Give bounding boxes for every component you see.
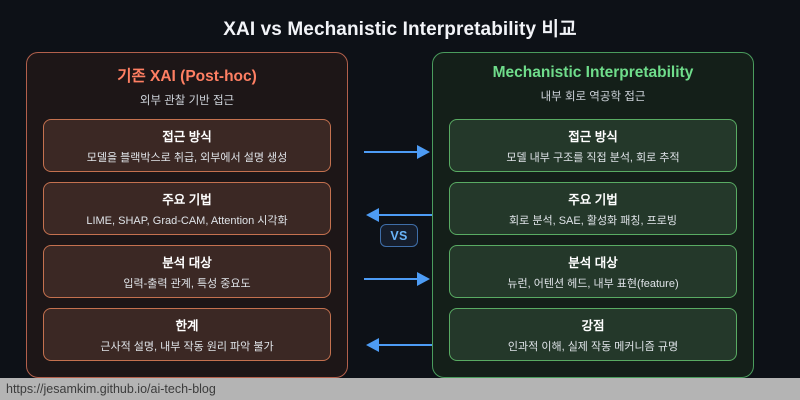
panel-header-xai: 기존 XAI (Post-hoc) 외부 관찰 기반 접근: [27, 53, 347, 108]
arrow-line: [379, 343, 432, 347]
card-mech-target: 분석 대상 뉴런, 어텐션 헤드, 내부 표현(feature): [449, 245, 737, 298]
page-title: XAI vs Mechanistic Interpretability 비교: [223, 19, 577, 40]
status-bar-url: https://jesamkim.github.io/ai-tech-blog: [6, 382, 216, 396]
card-title: 강점: [581, 319, 605, 333]
card-mech-techniques: 주요 기법 회로 분석, SAE, 활성화 패칭, 프로빙: [449, 182, 737, 235]
arrow-line: [364, 277, 417, 281]
panel-heading-xai: 기존 XAI (Post-hoc): [117, 68, 257, 85]
card-description: 인과적 이해, 실제 작동 메커니즘 규명: [507, 341, 679, 353]
arrow-left-outcome-icon: [366, 338, 432, 352]
card-title: 접근 방식: [568, 130, 618, 144]
card-list-xai: 접근 방식 모델을 블랙박스로 취급, 외부에서 설명 생성 주요 기법 LIM…: [43, 119, 331, 361]
card-xai-approach: 접근 방식 모델을 블랙박스로 취급, 외부에서 설명 생성: [43, 119, 331, 172]
panel-subtitle-mech: 내부 회로 역공학 접근: [540, 91, 646, 103]
card-description: 회로 분석, SAE, 활성화 패칭, 프로빙: [509, 215, 677, 227]
card-description: 뉴런, 어텐션 헤드, 내부 표현(feature): [507, 278, 679, 290]
status-bar: https://jesamkim.github.io/ai-tech-blog: [0, 378, 800, 400]
card-xai-limitation: 한계 근사적 설명, 내부 작동 원리 파악 불가: [43, 308, 331, 361]
vs-badge: VS: [380, 224, 418, 247]
panel-subtitle-xai: 외부 관찰 기반 접근: [139, 95, 235, 107]
card-mech-strength: 강점 인과적 이해, 실제 작동 메커니즘 규명: [449, 308, 737, 361]
card-xai-techniques: 주요 기법 LIME, SHAP, Grad-CAM, Attention 시각…: [43, 182, 331, 235]
panel-traditional-xai: 기존 XAI (Post-hoc) 외부 관찰 기반 접근 접근 방식 모델을 …: [26, 52, 348, 378]
card-description: LIME, SHAP, Grad-CAM, Attention 시각화: [86, 215, 288, 227]
card-mech-approach: 접근 방식 모델 내부 구조를 직접 분석, 회로 추적: [449, 119, 737, 172]
panel-heading-mech: Mechanistic Interpretability: [492, 64, 694, 81]
card-title: 접근 방식: [162, 130, 212, 144]
arrow-right-target-icon: [364, 272, 430, 286]
card-title: 주요 기법: [568, 193, 618, 207]
card-title: 한계: [175, 319, 199, 333]
card-xai-target: 분석 대상 입력-출력 관계, 특성 중요도: [43, 245, 331, 298]
panel-mechanistic-interpretability: Mechanistic Interpretability 내부 회로 역공학 접…: [432, 52, 754, 378]
card-description: 모델을 블랙박스로 취급, 외부에서 설명 생성: [86, 152, 288, 164]
arrow-head: [366, 338, 379, 352]
arrow-line: [364, 150, 417, 154]
arrow-head: [417, 145, 430, 159]
card-description: 입력-출력 관계, 특성 중요도: [123, 278, 251, 290]
card-title: 분석 대상: [568, 256, 618, 270]
card-title: 주요 기법: [162, 193, 212, 207]
card-description: 근사적 설명, 내부 작동 원리 파악 불가: [100, 341, 274, 353]
arrow-left-techniques-icon: [366, 208, 432, 222]
card-description: 모델 내부 구조를 직접 분석, 회로 추적: [506, 152, 680, 164]
card-list-mech: 접근 방식 모델 내부 구조를 직접 분석, 회로 추적 주요 기법 회로 분석…: [449, 119, 737, 361]
arrow-line: [379, 213, 432, 217]
arrow-head: [417, 272, 430, 286]
arrow-right-approach-icon: [364, 145, 430, 159]
panel-header-mech: Mechanistic Interpretability 내부 회로 역공학 접…: [433, 53, 753, 104]
arrow-head: [366, 208, 379, 222]
card-title: 분석 대상: [162, 256, 212, 270]
